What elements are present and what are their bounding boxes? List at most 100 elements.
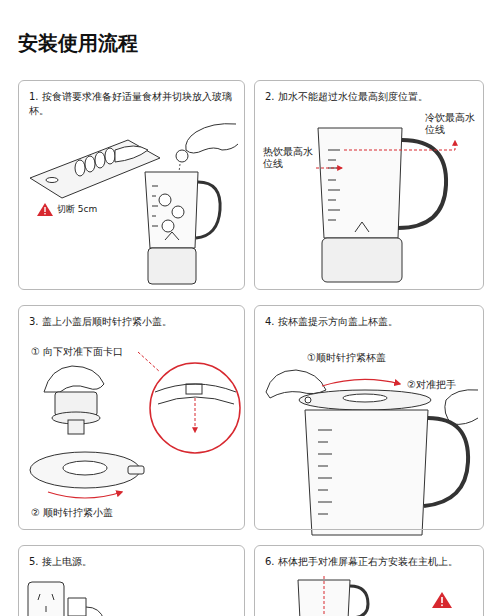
zoom-circle — [150, 363, 240, 453]
warning-icon-part — [441, 597, 443, 603]
step-panel: 5. 接上电源。 — [18, 545, 245, 616]
scale-marks-part — [152, 216, 156, 217]
wall-socket-part — [46, 606, 47, 612]
food-slices-part — [95, 152, 105, 168]
warning-icon-part — [44, 207, 45, 212]
food-slices-part — [115, 146, 148, 162]
jug-lid-part — [299, 390, 431, 410]
callout-label: ②对准把手 — [406, 379, 457, 391]
hand — [44, 366, 104, 392]
step-panel: 6. 杯体把手对准屏幕正右方安装在主机上。 — [254, 545, 484, 616]
cutting-board — [30, 140, 160, 198]
scale-marks-part — [328, 150, 340, 151]
food-slices-part — [85, 156, 95, 172]
food-slices-part — [105, 148, 115, 164]
glass-jug-part — [398, 140, 446, 228]
step-text: 6. 杯体把手对准屏幕正右方安装在主机上。 — [265, 555, 473, 569]
scale-marks-part — [328, 200, 336, 201]
step-text: 4. 按杯盖提示方向盖上杯盖。 — [265, 315, 473, 329]
food-slices — [75, 146, 148, 176]
scale-marks-part — [318, 466, 328, 467]
glass-jug-part — [159, 194, 171, 206]
glass-jug-part — [148, 248, 196, 284]
glass-jug — [305, 410, 468, 535]
glass-jug-part — [355, 222, 369, 232]
jug-lid-part — [128, 466, 144, 474]
scale-marks-part — [328, 220, 336, 221]
zoom-detail-part — [158, 397, 234, 404]
turn-arrow — [48, 492, 122, 498]
callout-label: ② 顺时针拧紧小盖 — [30, 507, 114, 519]
callout-label: 切断 5cm — [56, 203, 98, 215]
zoom-circle-part — [150, 363, 240, 453]
hand — [176, 124, 238, 162]
scale-marks-part — [328, 180, 336, 181]
scale-marks-part — [152, 186, 158, 187]
cutting-board-part — [30, 140, 160, 198]
plug-part — [86, 607, 104, 616]
glass-jug-part — [162, 220, 174, 232]
callout-label: ①顺时针拧紧杯盖 — [306, 352, 387, 364]
glass-jug-part — [318, 128, 402, 238]
wall-socket-part — [38, 594, 40, 600]
warning-icon — [37, 203, 53, 216]
plug-part — [68, 598, 86, 616]
jug-lid — [30, 452, 144, 488]
scale-marks-part — [318, 490, 328, 491]
glass-jug-part — [172, 206, 184, 218]
scale-marks-part — [318, 502, 332, 503]
zoom-detail-part — [186, 384, 202, 394]
step-text: 5. 接上电源。 — [29, 555, 234, 569]
hand-part — [186, 124, 238, 153]
small-cap-part — [68, 420, 84, 434]
warning-icon-part — [432, 592, 452, 608]
blender-jug — [298, 580, 368, 616]
callout-label: ① 向下对准下面卡口 — [30, 346, 124, 358]
zoom-leader — [138, 352, 160, 372]
hot-line-pointer — [316, 168, 342, 169]
scale-marks-part — [318, 514, 328, 515]
scale-marks — [328, 150, 340, 220]
warning-icon-part — [44, 213, 45, 214]
step-text: 2. 加水不能超过水位最高刻度位置。 — [265, 90, 473, 104]
jug-lid-part — [343, 394, 387, 402]
hand-part — [445, 390, 478, 425]
scale-marks — [318, 430, 332, 514]
food-slices-part — [75, 160, 85, 176]
cutting-board-part — [46, 178, 58, 183]
align-guide — [324, 576, 325, 616]
scale-marks-part — [328, 160, 336, 161]
zoom-detail-part — [155, 384, 236, 392]
callout-label: 冷饮最高水位线 — [424, 112, 480, 136]
scale-marks-part — [318, 430, 332, 431]
scale-marks-part — [318, 454, 332, 455]
step-panel: 1. 按食谱要求准备好适量食材并切块放入玻璃杯。 — [18, 80, 245, 290]
step-text: 1. 按食谱要求准备好适量食材并切块放入玻璃杯。 — [29, 90, 234, 118]
glass-jug — [145, 172, 220, 284]
cold-line-pointer — [344, 141, 455, 150]
zoom-arrow — [195, 398, 196, 432]
warning-icon-part — [441, 605, 443, 607]
scale-marks-part — [328, 190, 340, 191]
small-cap — [52, 392, 100, 434]
scale-marks-part — [318, 442, 328, 443]
glass-jug-part — [145, 172, 198, 248]
plug — [68, 598, 104, 616]
turn-arrow — [322, 379, 400, 386]
jug-lid-part — [63, 461, 107, 475]
jug-lid — [299, 390, 431, 410]
callout-label: 热饮最高水位线 — [262, 146, 316, 170]
step-text: 3. 盖上小盖后顺时针拧紧小盖。 — [29, 315, 234, 329]
jug-lid-part — [30, 452, 140, 488]
warning-icon — [432, 592, 452, 608]
step-panel: 3. 盖上小盖后顺时针拧紧小盖。 — [18, 305, 245, 530]
step-panel: 4. 按杯盖提示方向盖上杯盖。 — [254, 305, 484, 530]
scale-marks — [152, 186, 158, 226]
blender-jug-part — [350, 586, 368, 616]
jug-lid-part — [305, 397, 311, 403]
hand-part — [176, 150, 188, 162]
scale-marks-part — [152, 206, 158, 207]
warning-icon-part — [37, 203, 53, 216]
wall-socket — [28, 582, 64, 616]
